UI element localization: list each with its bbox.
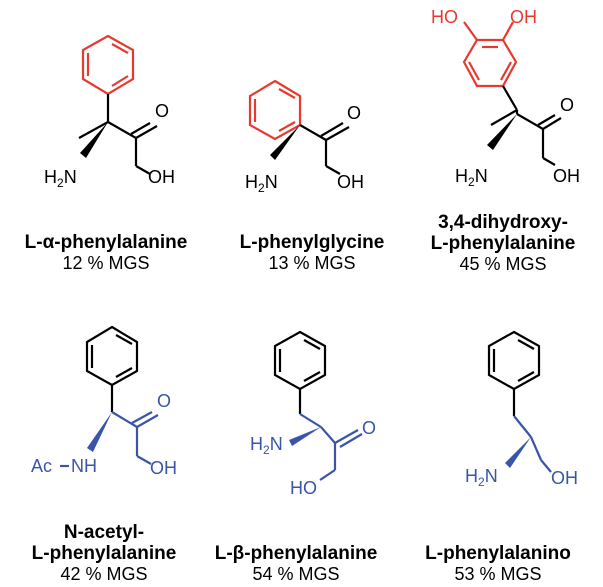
hydroxyl-label: OH	[551, 468, 578, 488]
caption-acetylphenylalanine: N-acetyl- L-phenylalanine 42 % MGS	[0, 522, 214, 585]
caption-phenylalanine: L-α-phenylalanine 12 % MGS	[0, 232, 216, 274]
oxygen-label: O	[155, 101, 169, 121]
structure-dihydroxyphenylalanine: HO OH O OH H2N	[403, 0, 603, 200]
hydroxyl-label: OH	[150, 458, 177, 478]
structure-phenylglycine: O OH H2N	[200, 0, 400, 200]
hydroxyl-label: OH	[337, 172, 364, 192]
amine-label: H2N	[465, 466, 498, 489]
structure-beta-phenylalanine: O HO H2N	[190, 300, 400, 520]
compound-name-line1: N-acetyl-	[63, 522, 145, 543]
phenyl-ring	[273, 330, 327, 414]
compound-yield: 13 % MGS	[268, 253, 356, 273]
structure-acetylphenylalanine: O OH Ac NH	[0, 300, 200, 520]
hydroxyl-label: HO	[290, 478, 317, 498]
compound-name: L-α-phenylalanine	[24, 232, 188, 253]
phenyl-ring	[85, 325, 139, 412]
hydroxyl-label-4: OH	[510, 7, 537, 27]
phenyl-ring-highlight	[81, 34, 135, 96]
caption-dihydroxyphenylalanine: 3,4-dihydroxy- L-phenylalanine 45 % MGS	[403, 212, 603, 275]
phenyl-ring-highlight	[248, 79, 302, 141]
structure-phenylalaninol: OH H2N	[400, 300, 603, 520]
compound-name: L-β-phenylalanine	[214, 543, 378, 564]
compound-yield: 45 % MGS	[459, 254, 547, 274]
acetyl-label: Ac	[31, 456, 52, 476]
amine-label: H2N	[455, 166, 488, 189]
amide-label: NH	[71, 456, 97, 476]
oxygen-label: O	[347, 103, 361, 123]
caption-phenylglycine: L-phenylglycine 13 % MGS	[202, 232, 422, 274]
compound-yield: 42 % MGS	[60, 564, 148, 584]
hydroxyl-label: OH	[148, 167, 175, 187]
oxygen-label: O	[362, 418, 376, 438]
compound-name-line2: L-phenylalanine	[430, 233, 576, 254]
caption-beta-phenylalanine: L-β-phenylalanine 54 % MGS	[186, 543, 406, 585]
amine-label: H2N	[250, 434, 283, 457]
compound-name: L-phenylalanino	[425, 543, 571, 564]
hydroxyl-label: OH	[553, 166, 580, 186]
compound-name-line1: 3,4-dihydroxy-	[438, 212, 568, 233]
compound-yield: 53 % MGS	[454, 564, 542, 584]
oxygen-label: O	[560, 95, 574, 115]
compound-name: L-phenylglycine	[239, 232, 385, 253]
compound-name-line2: L-phenylalanine	[31, 543, 177, 564]
catechol-ring-highlight	[462, 21, 518, 88]
caption-phenylalaninol: L-phenylalanino 53 % MGS	[393, 543, 603, 585]
compound-yield: 12 % MGS	[62, 253, 150, 273]
oxygen-label: O	[157, 391, 171, 411]
hydroxyl-label-3: HO	[431, 7, 458, 27]
amine-label: H2N	[44, 167, 77, 190]
structure-phenylalanine: O OH H2N	[0, 0, 200, 200]
phenyl-ring	[487, 330, 541, 416]
compound-yield: 54 % MGS	[252, 564, 340, 584]
amine-label: H2N	[245, 172, 278, 195]
